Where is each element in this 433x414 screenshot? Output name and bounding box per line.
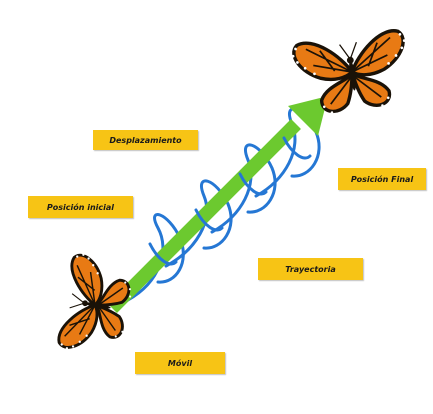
butterfly-icon <box>55 250 139 361</box>
displacement-arrow <box>107 96 328 313</box>
final-position-label: Posición Final <box>338 168 426 190</box>
initial-position-label: Posición inicial <box>28 196 133 218</box>
mobile-label: Móvil <box>135 352 225 374</box>
trajectory-label: Trayectoria <box>258 258 363 280</box>
displacement-label: Desplazamiento <box>93 130 198 150</box>
